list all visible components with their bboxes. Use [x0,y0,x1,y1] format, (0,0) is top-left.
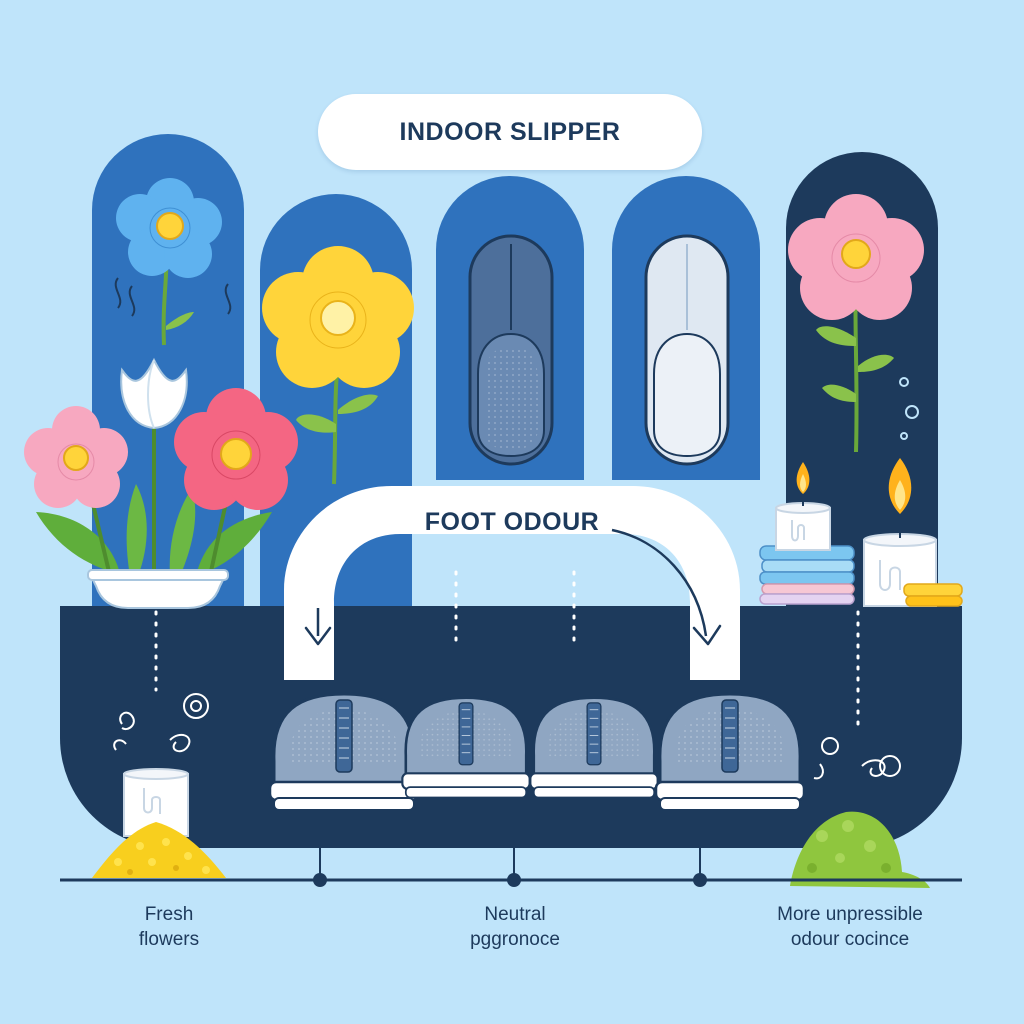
odour-scale-axis [60,848,962,887]
candle-icon [775,462,831,551]
scale-label-line: Neutral [484,904,546,925]
flower-pot [87,569,229,609]
white-tulip-icon [120,357,188,572]
red-flower-icon [174,388,298,510]
scale-label-line: flowers [138,929,200,950]
flower-leaves [36,483,272,577]
scale-label-neutral: Neutral pggronoce [400,902,630,952]
pink-flower-icon [788,194,924,453]
slipper-icon [468,234,554,466]
shoe-icon [654,692,806,812]
scale-label-line: More unpressible [777,904,923,925]
page-title: INDOOR SLIPPER [399,117,621,146]
title-pill: INDOOR SLIPPER [318,94,702,170]
slipper-icon [644,234,730,466]
odour-swirl-icon [114,277,232,317]
green-odour-mound-icon [790,811,930,888]
foot-odour-arch [284,486,740,680]
scale-label-line: Fresh [144,904,194,925]
towel-stack-icon [759,545,855,605]
yellow-powder-icon [92,822,226,878]
candle-icon [863,458,937,607]
blue-flower-icon [116,178,222,346]
scale-label-line: pggronoce [470,929,560,950]
odour-swirl-icon [113,693,901,780]
yellow-flower-icon [262,246,414,485]
shoe-icon [529,696,659,799]
scale-label-odour: More unpressible odour cocince [720,902,980,952]
arch-label: FOOT ODOUR [424,508,600,536]
soap-bar-icon [903,583,963,607]
scale-label-fresh: Fresh flowers [104,902,234,952]
scale-label-line: odour cocince [790,929,910,950]
dotted-guides [154,570,860,726]
shoe-icon [268,692,420,812]
pink-flower-icon [24,406,128,508]
shoe-icon [401,696,531,799]
